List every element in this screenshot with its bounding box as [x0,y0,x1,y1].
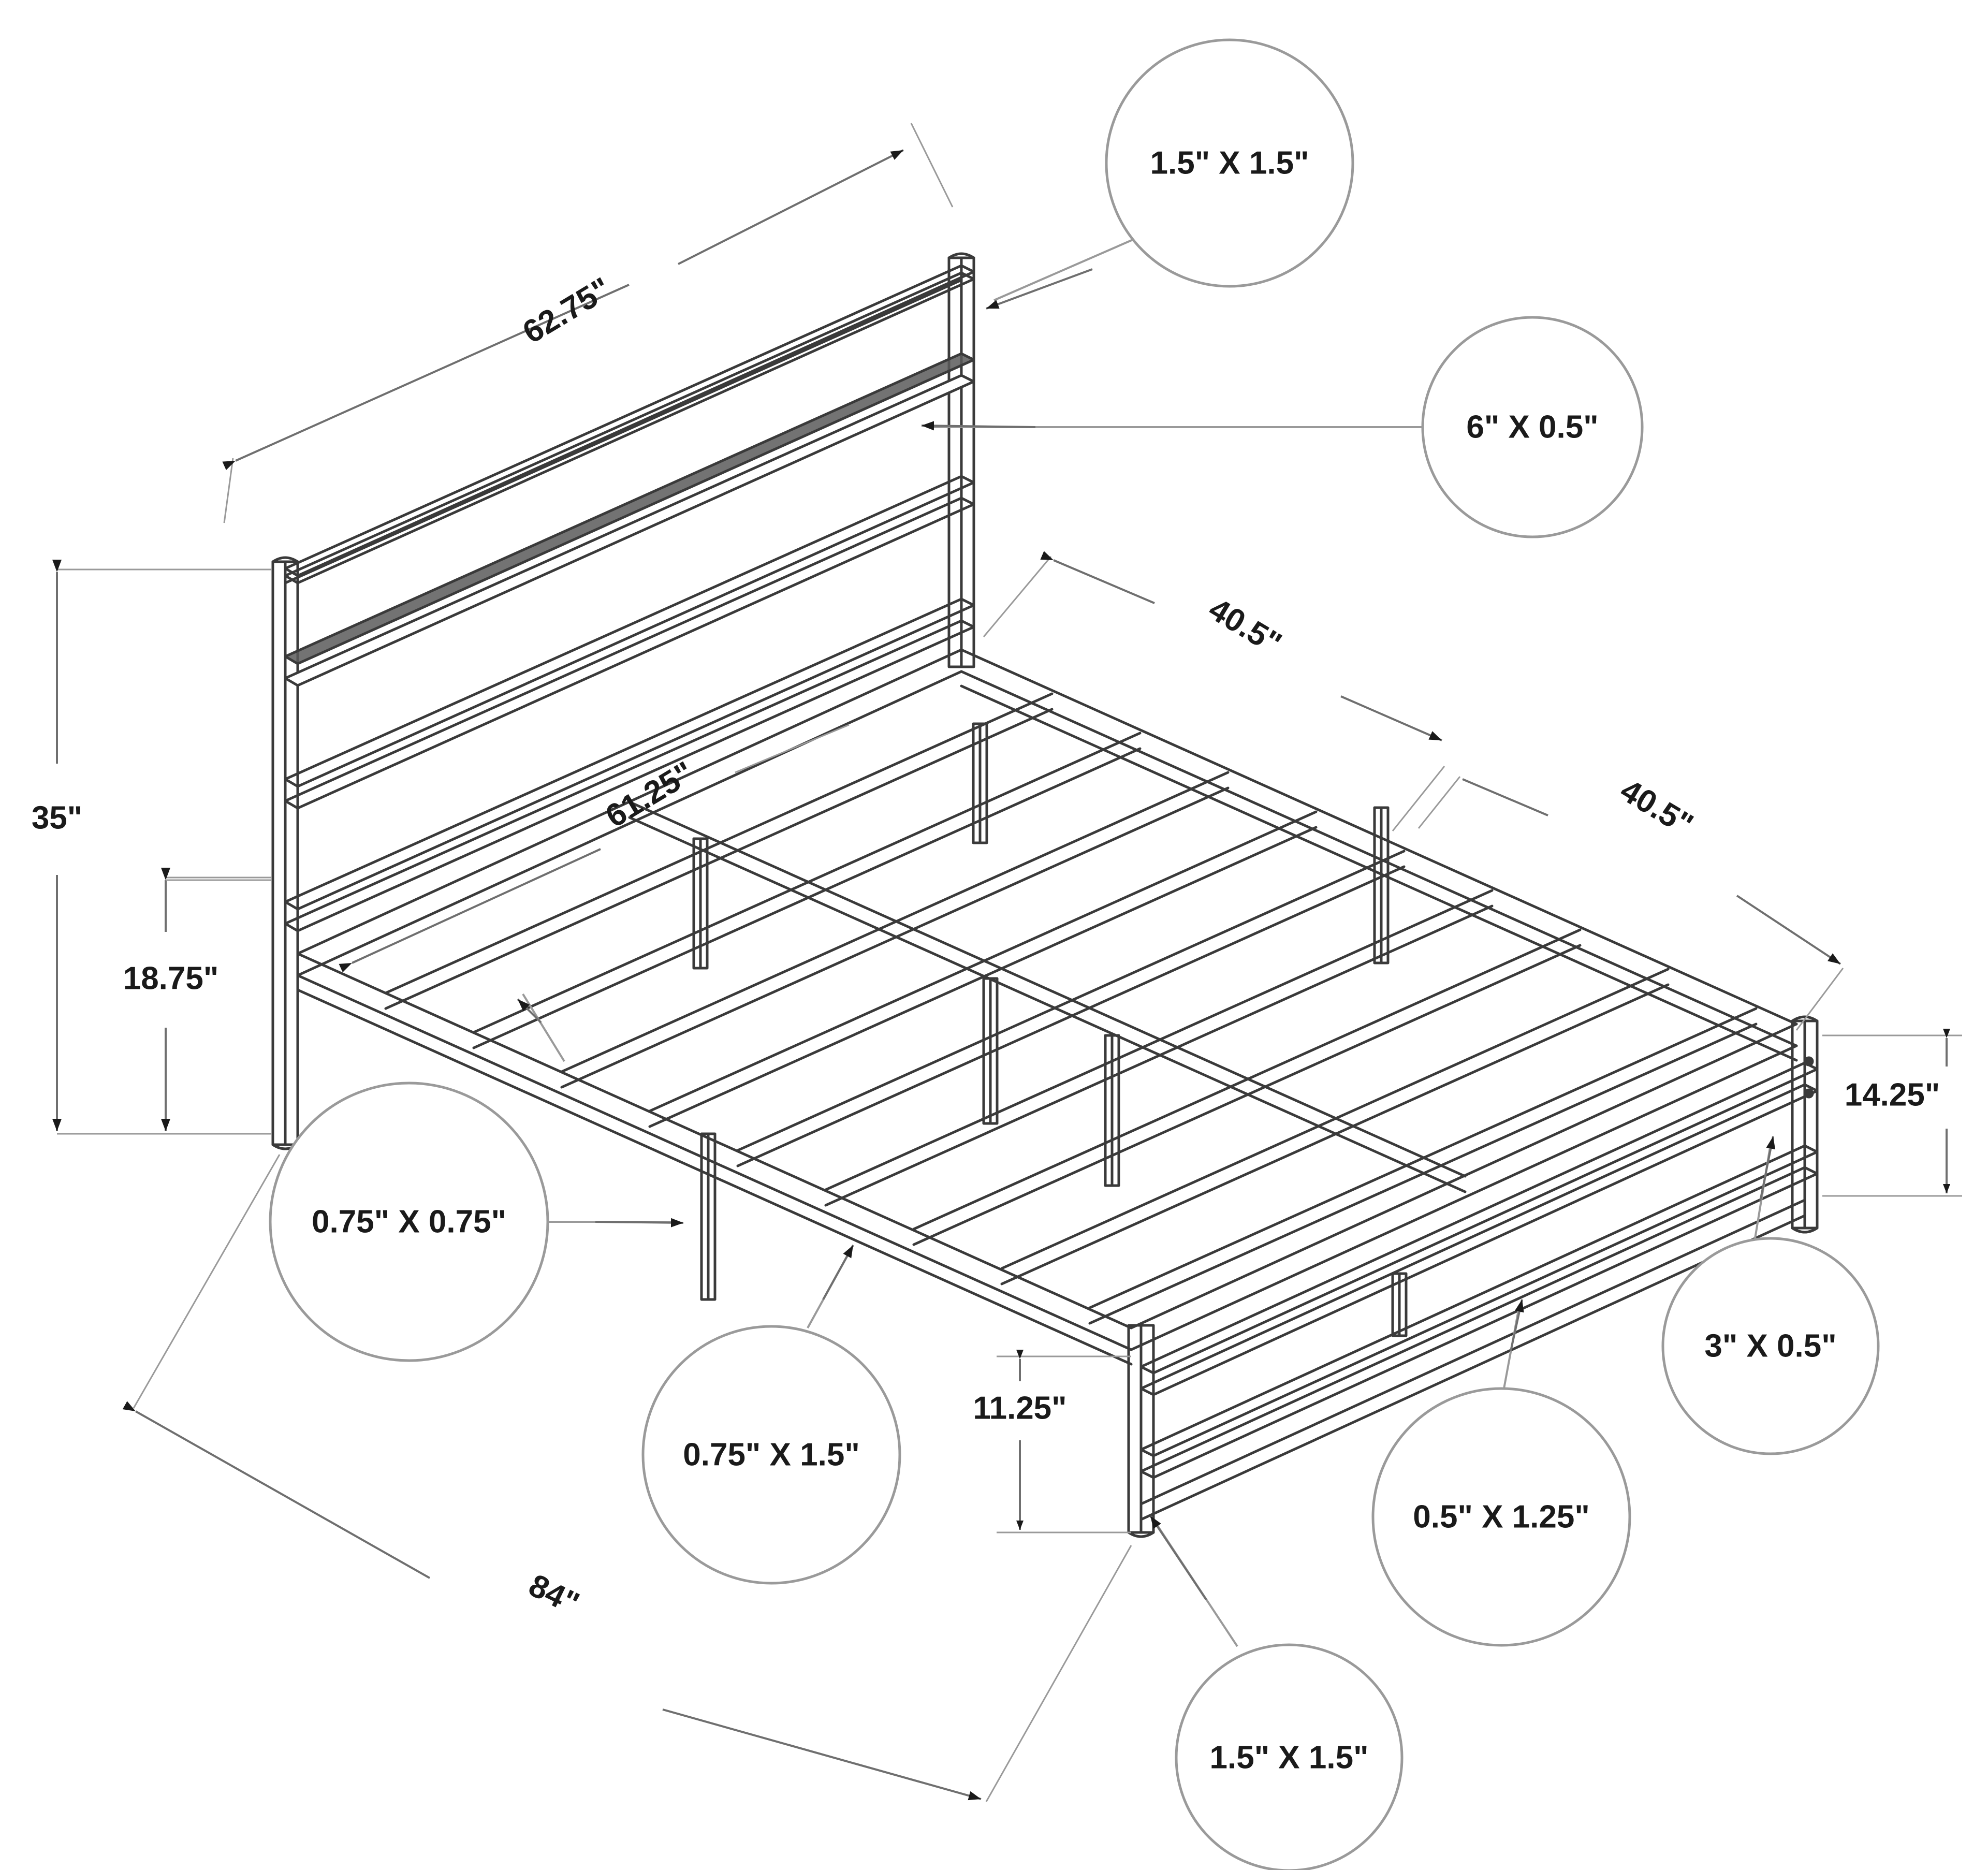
support-leg-7 [1391,1272,1408,1337]
dim-headboard-height [52,560,272,1135]
dim-label-footboard-height: 14.25" [1845,1077,1940,1113]
callout-leg-post[interactable]: 0.75" X 0.75" [269,1082,549,1362]
support-leg-6 [700,1132,717,1301]
callout-label-leg-post: 0.75" X 0.75" [312,1204,506,1240]
callout-footboard-slat[interactable]: 3" X 0.5" [1661,1237,1880,1455]
dim-label-frame-depth-lower: 40.5" [1614,772,1699,843]
dim-label-headboard-width: 62.75" [517,271,617,350]
dim-label-headboard-height: 35" [32,800,82,836]
callout-leaders [517,237,1776,1647]
dim-slat-span [339,724,850,973]
support-leg-3 [982,977,999,1125]
deck-slats [384,692,1758,1325]
callout-label-footboard-slat: 3" X 0.5" [1704,1328,1836,1364]
leader-headboard-post [993,237,1137,301]
dim-frame-depth-upper [983,551,1445,831]
center-support-beam [628,800,1467,1193]
footboard [1127,1015,1819,1538]
dim-headboard-width [222,123,954,523]
headboard-slat-3 [284,597,975,932]
leader-slat-detail-a [522,993,565,1062]
leader-slat-detail-a-arrow [517,998,542,1024]
dim-label-bed-length: 84" [523,1567,585,1621]
callout-headboard-post[interactable]: 1.5" X 1.5" [1105,38,1354,288]
callout-label-footboard-rail: 0.5" X 1.25" [1413,1499,1589,1535]
support-leg-1 [692,837,709,970]
headboard-left-post [271,556,299,1150]
headboard-right-post [947,252,975,668]
callout-label-headboard-slat: 6" X 0.5" [1466,410,1598,445]
headboard-top-rail [284,264,975,585]
dim-label-frame-depth-upper: 40.5" [1203,591,1288,662]
callout-label-headboard-post: 1.5" X 1.5" [1150,145,1309,181]
leader-corner-post-arrow [1149,1515,1207,1601]
dim-frame-depth-lower [1417,776,1844,1031]
dim-deck-height [997,1350,1131,1533]
footboard-slat-1 [1139,1061,1819,1396]
leader-side-rail-arrow [822,1245,854,1300]
support-leg-4 [1104,1034,1120,1187]
headboard-slat-2 [284,475,975,810]
support-leg-2 [972,722,988,844]
leader-leg-post-arrow [595,1218,684,1228]
callout-footboard-rail[interactable]: 0.5" X 1.25" [1371,1387,1631,1647]
bed-deck [296,648,1798,1366]
callout-headboard-slat[interactable]: 6" X 0.5" [1421,316,1644,538]
callout-corner-post[interactable]: 1.5" X 1.5" [1175,1643,1404,1870]
leader-footboard-slat-arrow [1759,1136,1776,1202]
dimension-lines [52,123,1962,1802]
leader-headboard-slat-arrow [921,421,1036,431]
leader-footboard-rail-arrow [1510,1299,1524,1352]
dim-bed-length [122,1154,1132,1802]
support-leg-5 [1373,806,1390,965]
footboard-slat-2 [1139,1144,1819,1479]
dim-label-headboard-lower-gap: 18.75" [123,961,219,997]
headboard-slat-1 [284,352,975,687]
callout-label-corner-post: 1.5" X 1.5" [1210,1740,1369,1776]
dim-headboard-lower-gap [161,868,272,1135]
dimension-labels: 62.75" 35" 18.75" 61.25" 40.5" 40.5" 14.… [32,271,1940,1622]
callout-label-side-rail: 0.75" X 1.5" [683,1437,859,1473]
right-side-rail [960,648,1798,1062]
callout-bubbles: 1.5" X 1.5" 6" X 0.5" 0.75" X 0.75" 0.75… [269,38,1880,1870]
callout-side-rail[interactable]: 0.75" X 1.5" [641,1325,901,1585]
dim-label-deck-height: 11.25" [973,1391,1066,1426]
footboard-bottom-rail [1139,1199,1806,1521]
leader-headboard-post-arrow [986,268,1093,310]
footboard-near-post [1127,1324,1155,1538]
headboard [271,252,975,1150]
dim-footboard-height [1822,1029,1962,1197]
bed-frame-geometry [271,252,1819,1538]
